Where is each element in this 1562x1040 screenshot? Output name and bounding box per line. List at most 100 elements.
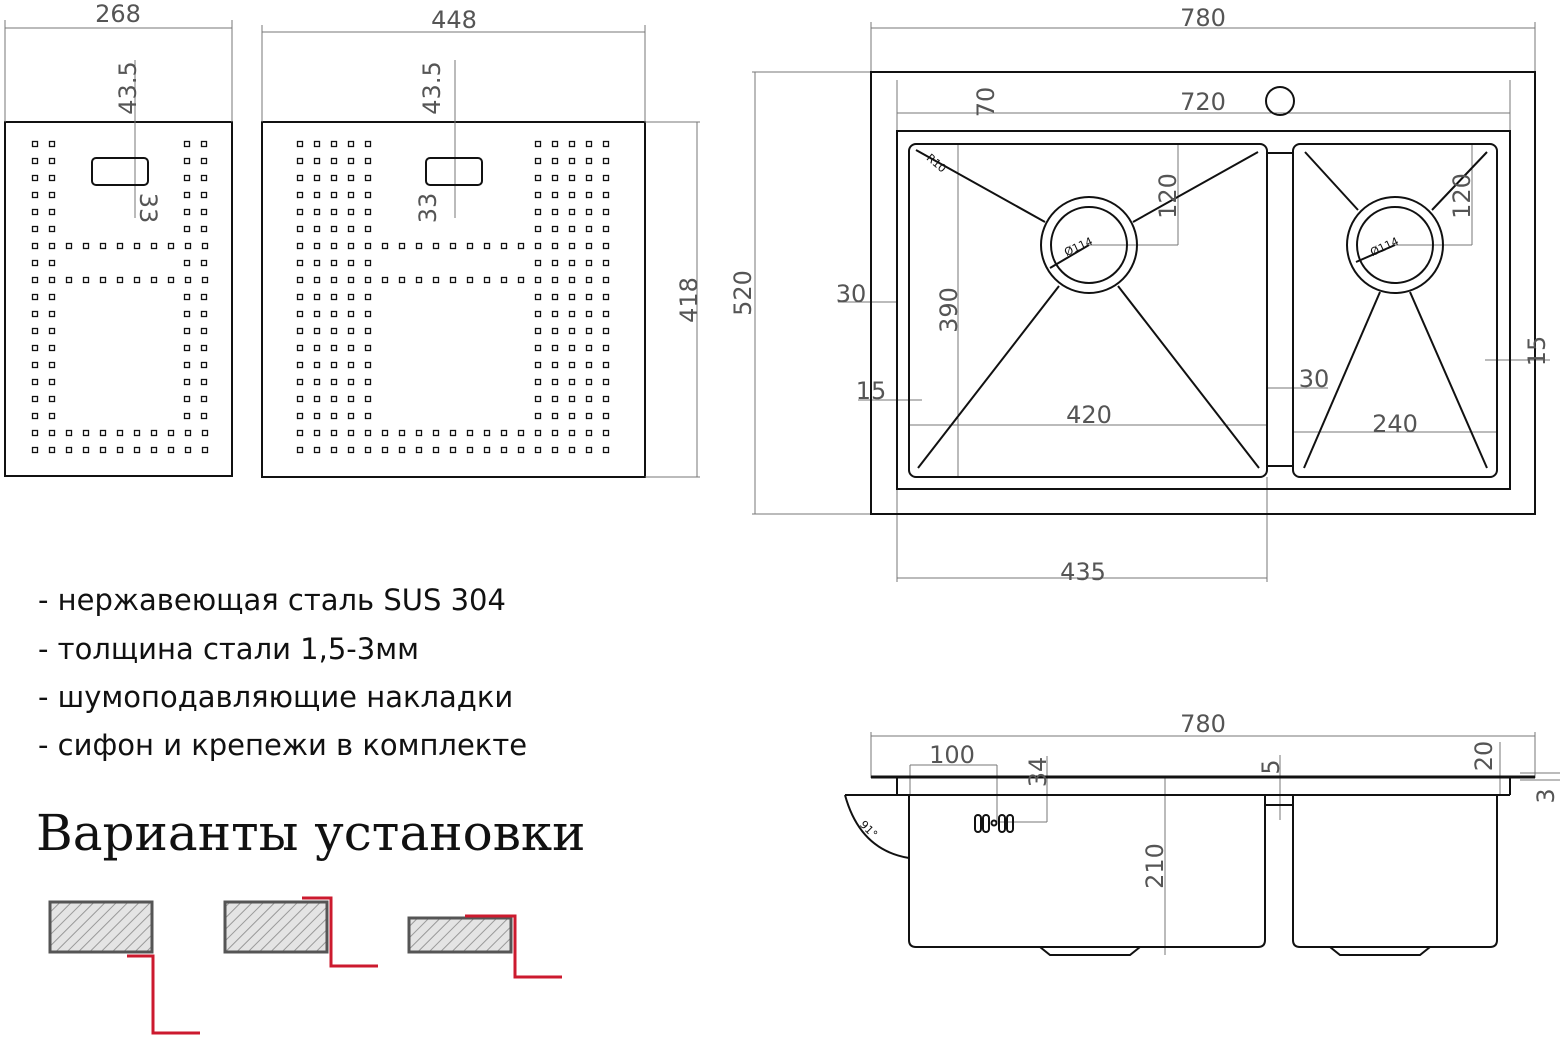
board-hole (330, 242, 338, 250)
board-hole (330, 310, 338, 318)
board-hole (183, 412, 191, 420)
board-hole (483, 429, 491, 437)
board-hole (568, 174, 576, 182)
board-hole (534, 310, 542, 318)
board-hole (330, 191, 338, 199)
board-hole (551, 412, 559, 420)
board-hole (296, 429, 304, 437)
board-hole (534, 208, 542, 216)
board-hole (313, 412, 321, 420)
board-hole (31, 140, 39, 148)
board-hole (200, 208, 208, 216)
board-large-height-label: 418 (675, 277, 703, 323)
board-hole (364, 344, 372, 352)
board-hole (313, 327, 321, 335)
board-hole (347, 446, 355, 454)
left-margin-label: 30 (836, 280, 867, 308)
board-hole (183, 259, 191, 267)
board-hole (296, 225, 304, 233)
board-hole (313, 174, 321, 182)
board-hole (48, 293, 56, 301)
board-hole (364, 276, 372, 284)
board-hole (585, 259, 593, 267)
board-hole (347, 140, 355, 148)
board-hole (449, 429, 457, 437)
board-small-offset-label: 43.5 (114, 61, 142, 114)
board-hole (551, 429, 559, 437)
board-hole (381, 242, 389, 250)
board-hole (347, 157, 355, 165)
board-hole (330, 327, 338, 335)
board-hole (183, 293, 191, 301)
board-hole (183, 140, 191, 148)
feature-material: - нержавеющая сталь SUS 304 (38, 583, 506, 617)
board-hole (31, 259, 39, 267)
board-hole (183, 157, 191, 165)
board-hole (200, 191, 208, 199)
board-hole (313, 344, 321, 352)
board-hole (500, 242, 508, 250)
board-hole (602, 208, 610, 216)
board-hole (31, 293, 39, 301)
board-hole (585, 344, 593, 352)
board-hole (313, 225, 321, 233)
board-hole (466, 429, 474, 437)
board-hole (133, 429, 141, 437)
board-hole (183, 395, 191, 403)
board-hole (398, 242, 406, 250)
board-hole (568, 242, 576, 250)
board-hole (551, 344, 559, 352)
cutting-board-small: 268 43.5 33 (4, 0, 233, 477)
board-hole (381, 276, 389, 284)
board-hole (313, 208, 321, 216)
board-hole (568, 412, 576, 420)
divider-gap-label: 5 (1257, 759, 1285, 774)
board-hole (585, 276, 593, 284)
top-overall-width-label: 780 (1180, 4, 1226, 32)
board-hole (313, 378, 321, 386)
board-hole (167, 276, 175, 284)
board-small-slot-label: 33 (134, 193, 162, 224)
board-hole (551, 378, 559, 386)
board-hole (296, 395, 304, 403)
board-hole (551, 157, 559, 165)
board-hole (568, 276, 576, 284)
board-hole (184, 446, 192, 454)
board-hole (183, 361, 191, 369)
board-hole (82, 242, 90, 250)
board-hole (200, 361, 208, 369)
board-hole (500, 446, 508, 454)
board-hole (150, 446, 158, 454)
board-hole (330, 276, 338, 284)
board-hole (167, 242, 175, 250)
board-hole (150, 429, 158, 437)
board-hole (483, 446, 491, 454)
board-hole (200, 157, 208, 165)
board-hole (568, 208, 576, 216)
drain-offset-left-label: 120 (1154, 173, 1182, 219)
board-hole (296, 293, 304, 301)
board-hole (364, 242, 372, 250)
board-hole (466, 276, 474, 284)
depth-label: 210 (1141, 843, 1169, 889)
board-hole (347, 378, 355, 386)
board-hole (534, 276, 542, 284)
board-hole (330, 446, 338, 454)
board-hole (296, 208, 304, 216)
board-hole (48, 429, 56, 437)
board-hole (313, 310, 321, 318)
board-hole (364, 361, 372, 369)
board-hole (183, 225, 191, 233)
board-hole (568, 293, 576, 301)
board-hole (551, 293, 559, 301)
board-hole (48, 412, 56, 420)
board-hole (500, 429, 508, 437)
board-hole (534, 395, 542, 403)
board-hole (48, 276, 56, 284)
board-hole (31, 327, 39, 335)
board-hole (200, 174, 208, 182)
board-hole (296, 344, 304, 352)
top-depth-label: 520 (729, 270, 757, 316)
board-hole (534, 191, 542, 199)
board-hole (568, 378, 576, 386)
